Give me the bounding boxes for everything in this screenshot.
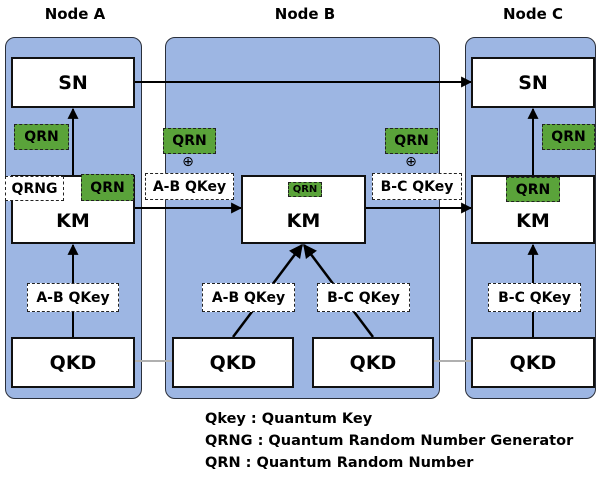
legend-qrn: QRN : Quantum Random Number: [205, 455, 474, 471]
node-b-bc-qkey-bottom: B-C QKey: [317, 283, 410, 312]
node-b-xor-left: ⊕: [182, 154, 194, 170]
node-c-qrn-output: QRN: [542, 124, 595, 150]
node-a-qkd: QKD: [11, 337, 135, 388]
node-a-qrng: QRNG: [5, 176, 64, 201]
node-b-qrn-right: QRN: [385, 128, 438, 154]
node-b-ab-qkey-top: A-B QKey: [145, 173, 234, 200]
node-b-qkd-right: QKD: [312, 337, 434, 388]
node-c-sn: SN: [471, 57, 595, 108]
node-a-qrn-generated: QRN: [81, 174, 134, 201]
legend-qrng: QRNG : Quantum Random Number Generator: [205, 433, 574, 449]
node-b-qrn-in-km: QRN: [288, 182, 322, 197]
node-a-sn: SN: [11, 57, 135, 108]
node-a-qrn-output: QRN: [14, 124, 69, 150]
node-b-title: Node B: [274, 5, 336, 23]
node-c-title: Node C: [503, 5, 563, 23]
node-b-bc-qkey-top: B-C QKey: [372, 173, 462, 200]
node-c-qkd: QKD: [471, 337, 595, 388]
node-c-qrn-in-km: QRN: [506, 177, 560, 202]
legend-qkey: Qkey : Quantum Key: [205, 411, 373, 427]
node-b-ab-qkey-bottom: A-B QKey: [202, 283, 295, 312]
node-b-qrn-left: QRN: [163, 128, 216, 154]
node-c-bc-qkey: B-C QKey: [488, 283, 581, 312]
node-a-ab-qkey: A-B QKey: [27, 283, 119, 312]
node-a-title: Node A: [44, 5, 106, 23]
node-b-qkd-left: QKD: [172, 337, 294, 388]
node-b-xor-right: ⊕: [405, 154, 417, 170]
